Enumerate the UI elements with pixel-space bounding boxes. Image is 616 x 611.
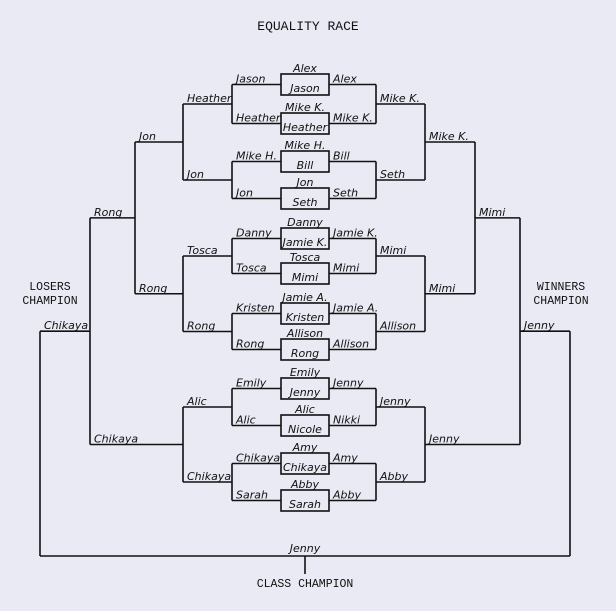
left-round1-name: Alic xyxy=(235,414,256,427)
match-bottom-name: Chikaya xyxy=(283,461,327,474)
left-round1-name: Jon xyxy=(234,187,253,200)
right-round2-name: Mike K. xyxy=(380,92,420,105)
right-round4-name: Mimi xyxy=(479,206,505,219)
match-top-name: Emily xyxy=(290,366,321,379)
match-top-name: Tosca xyxy=(290,251,321,264)
match-bottom-name: Mimi xyxy=(292,271,318,284)
right-round1-name: Abby xyxy=(332,489,361,502)
match-bottom-name: Jamie K. xyxy=(281,236,328,249)
match-bottom-name: Seth xyxy=(292,196,317,209)
match-bottom-name: Bill xyxy=(297,159,314,172)
class-champion-label: CLASS CHAMPION xyxy=(257,578,354,591)
right-round3-name: Mike K. xyxy=(429,130,469,143)
match-top-name: Jamie A. xyxy=(280,291,327,304)
left-round2-name: Chikaya xyxy=(187,470,231,483)
right-round2-name: Jenny xyxy=(378,395,411,408)
match-bottom-name: Rong xyxy=(291,347,319,360)
right-round1-name: Nikki xyxy=(333,414,360,427)
left-round1-name: Tosca xyxy=(236,262,267,275)
match-top-name: Alex xyxy=(292,62,317,75)
losers-label-line2: CHAMPION xyxy=(22,295,77,308)
left-round2-name: Heather xyxy=(187,92,233,105)
winners-label-line1: WINNERS xyxy=(537,281,585,294)
right-round2-name: Mimi xyxy=(380,244,406,257)
left-round2-name: Rong xyxy=(187,320,215,333)
right-round1-name: Seth xyxy=(333,187,358,200)
page-title: EQUALITY RACE xyxy=(257,19,359,34)
left-round3-name: Chikaya xyxy=(94,433,138,446)
right-round1-name: Amy xyxy=(332,452,358,465)
right-champion-name: Jenny xyxy=(522,319,555,332)
left-round2-name: Alic xyxy=(186,395,207,408)
match-top-name: Danny xyxy=(287,216,323,229)
left-round4-name: Rong xyxy=(94,206,122,219)
right-round3-name: Mimi xyxy=(429,282,455,295)
right-round1-name: Mike K. xyxy=(333,112,373,125)
right-round1-name: Jamie K. xyxy=(331,227,378,240)
left-round1-name: Jason xyxy=(234,73,265,86)
left-round1-name: Danny xyxy=(236,227,272,240)
match-bottom-name: Jenny xyxy=(288,386,321,399)
left-round1-name: Mike H. xyxy=(236,150,277,163)
right-round1-name: Mimi xyxy=(333,262,359,275)
match-bottom-name: Nicole xyxy=(288,423,322,436)
losers-label-line1: LOSERS xyxy=(29,281,71,294)
match-bottom-name: Kristen xyxy=(286,311,325,324)
right-round2-name: Allison xyxy=(379,320,416,333)
right-round1-name: Alex xyxy=(332,73,357,86)
match-top-name: Jon xyxy=(295,176,314,189)
left-round1-name: Rong xyxy=(236,338,264,351)
left-round1-name: Heather xyxy=(236,112,282,125)
match-top-name: Allison xyxy=(286,327,323,340)
left-round1-name: Kristen xyxy=(236,302,275,315)
left-round1-name: Chikaya xyxy=(236,452,280,465)
winners-label-line2: CHAMPION xyxy=(533,295,588,308)
right-round3-name: Jenny xyxy=(427,433,460,446)
left-round3-name: Jon xyxy=(137,130,156,143)
class-champion-name: Jenny xyxy=(288,542,321,555)
match-bottom-name: Sarah xyxy=(289,498,321,511)
right-round1-name: Jenny xyxy=(331,377,364,390)
left-round1-name: Emily xyxy=(236,377,267,390)
left-champion-name: Chikaya xyxy=(44,319,88,332)
left-round3-name: Rong xyxy=(139,282,167,295)
match-top-name: Amy xyxy=(292,441,318,454)
right-round2-name: Abby xyxy=(379,470,408,483)
left-round1-name: Sarah xyxy=(236,489,268,502)
right-round1-name: Jamie A. xyxy=(331,302,378,315)
match-top-name: Abby xyxy=(290,478,319,491)
right-round1-name: Bill xyxy=(333,150,350,163)
left-round2-name: Jon xyxy=(185,168,204,181)
match-bottom-name: Jason xyxy=(288,82,319,95)
match-top-name: Alic xyxy=(294,403,315,416)
left-round2-name: Tosca xyxy=(187,244,218,257)
match-top-name: Mike H. xyxy=(285,139,326,152)
match-bottom-name: Heather xyxy=(283,121,329,134)
right-round2-name: Seth xyxy=(380,168,405,181)
match-top-name: Mike K. xyxy=(285,101,325,114)
right-round1-name: Allison xyxy=(332,338,369,351)
